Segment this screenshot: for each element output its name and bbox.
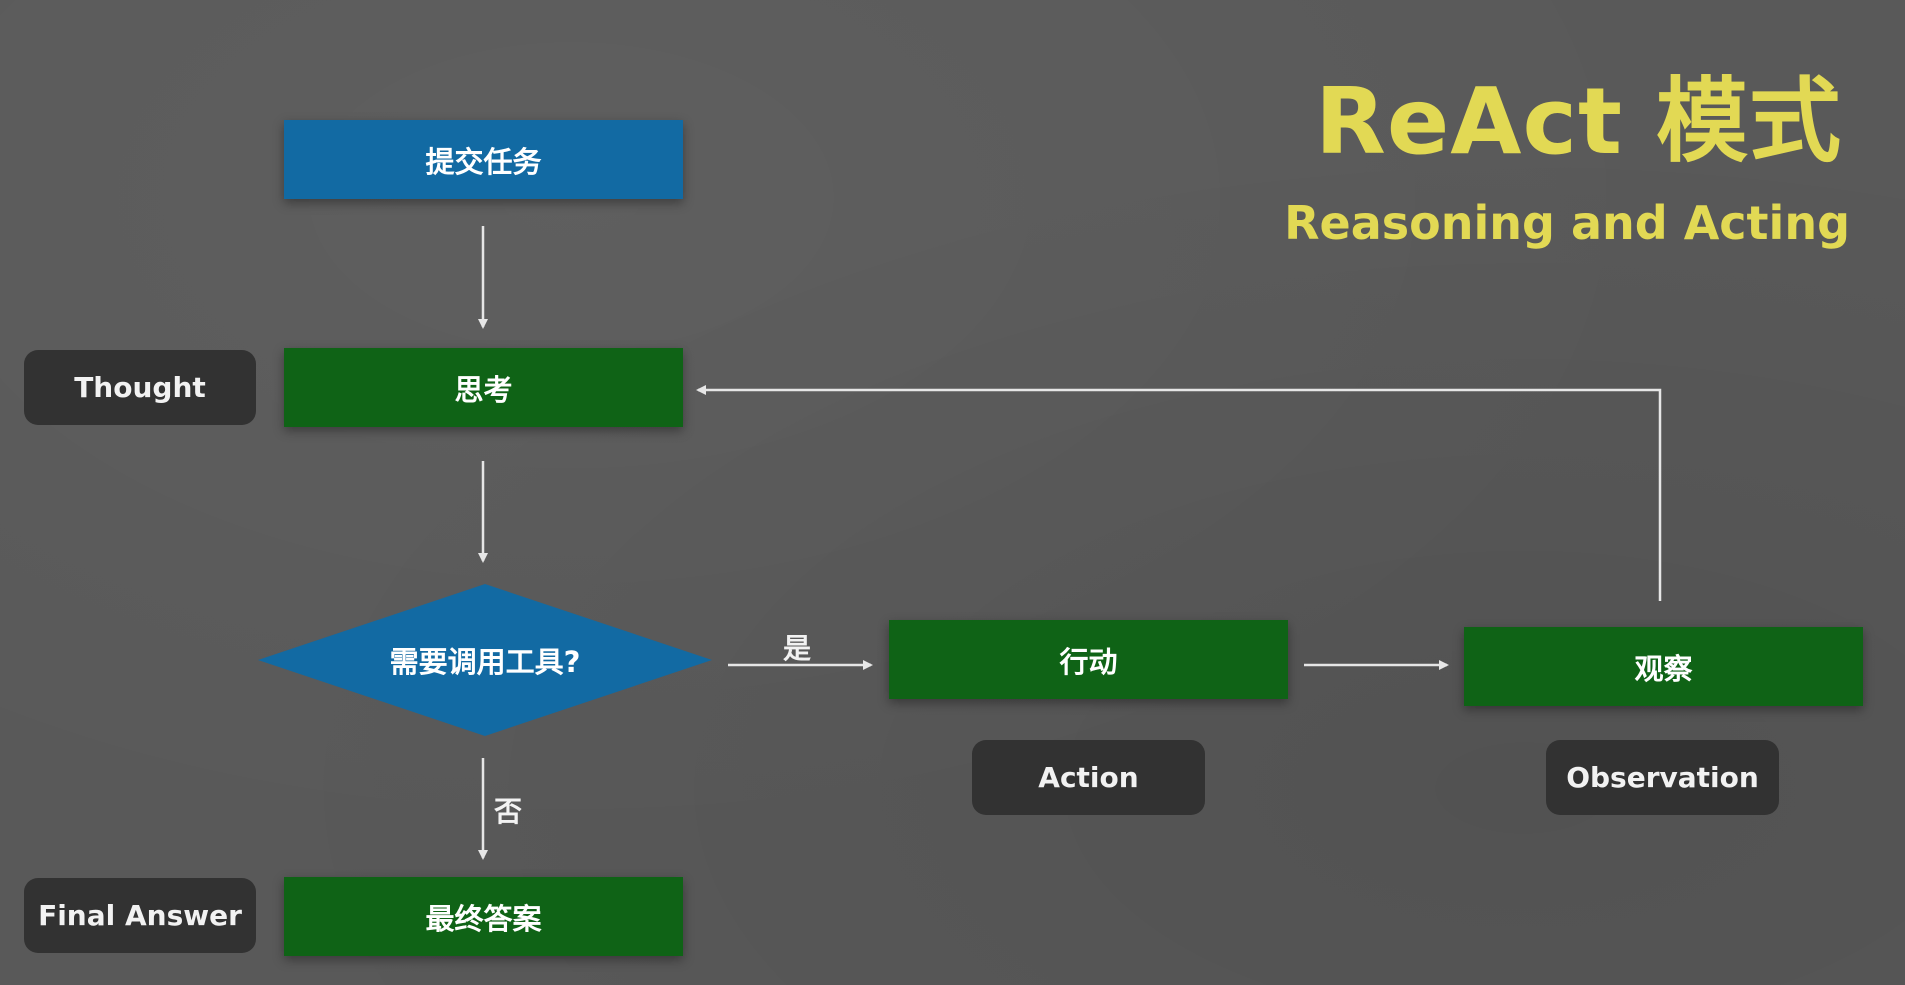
edge-label-no: 否 bbox=[494, 795, 523, 828]
diagram-subtitle: Reasoning and Acting bbox=[1284, 196, 1850, 250]
node-final-answer: 最终答案 bbox=[284, 877, 683, 956]
node-observe-label: 观察 bbox=[1634, 651, 1693, 686]
label-observation-text: Observation bbox=[1566, 761, 1759, 794]
node-submit-task: 提交任务 bbox=[284, 120, 683, 199]
node-think-label: 思考 bbox=[454, 372, 513, 407]
node-action: 行动 bbox=[889, 620, 1288, 699]
label-final-answer: Final Answer bbox=[24, 878, 256, 953]
arrow-observe-to-think bbox=[696, 385, 1662, 601]
label-observation: Observation bbox=[1546, 740, 1779, 815]
label-action: Action bbox=[972, 740, 1205, 815]
label-action-text: Action bbox=[1038, 761, 1139, 794]
node-think: 思考 bbox=[284, 348, 683, 427]
label-final-answer-text: Final Answer bbox=[38, 899, 242, 932]
node-action-label: 行动 bbox=[1059, 644, 1118, 679]
decision-diamond-shape bbox=[258, 584, 712, 736]
edge-label-yes: 是 bbox=[783, 632, 812, 665]
node-observe: 观察 bbox=[1464, 627, 1863, 706]
node-decision: 需要调用工具? bbox=[258, 584, 712, 736]
label-thought-text: Thought bbox=[74, 371, 206, 404]
label-thought: Thought bbox=[24, 350, 256, 425]
node-submit-task-label: 提交任务 bbox=[425, 144, 542, 179]
node-final-answer-label: 最终答案 bbox=[425, 901, 542, 936]
diagram-title: ReAct 模式 bbox=[1315, 68, 1842, 175]
node-decision-label: 需要调用工具? bbox=[389, 645, 581, 679]
